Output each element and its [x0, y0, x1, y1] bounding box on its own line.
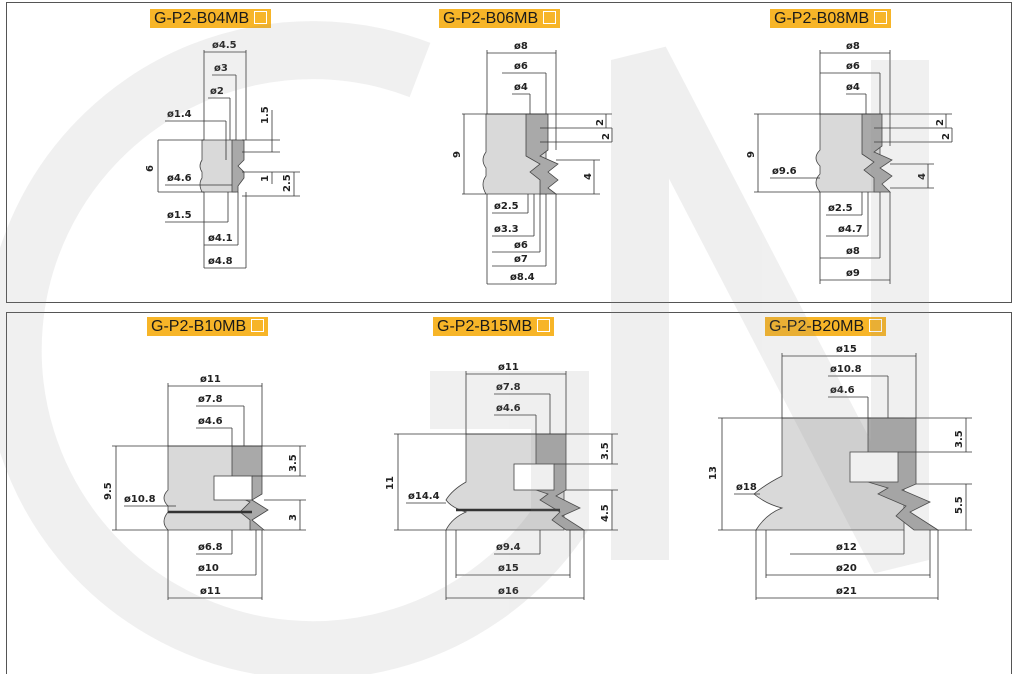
dim-label: ø15	[836, 344, 857, 355]
dim-label: ø2.5	[828, 203, 853, 214]
dim-label: ø6	[846, 61, 860, 72]
dim-label: ø16	[498, 586, 519, 597]
dim-label: 2.5	[282, 174, 293, 192]
dim-label: ø21	[836, 586, 857, 597]
dim-label: 4	[583, 173, 594, 180]
drawing-b08: ø8 ø6 ø4 2 2 9 ø9.6 4 ø2.5 ø4.7 ø8 ø9	[746, 41, 953, 284]
dim-label: ø8	[846, 246, 860, 257]
checkbox-square-icon	[874, 11, 888, 24]
dim-label: ø8.4	[510, 272, 535, 283]
dim-label: 9	[746, 151, 757, 158]
title-text: G-P2-B08MB	[774, 10, 870, 27]
dim-label: ø4.1	[208, 233, 233, 244]
dim-label: ø2	[210, 86, 224, 97]
dim-label: ø4.6	[496, 403, 521, 414]
dim-label: ø4.6	[830, 385, 855, 396]
dim-label: ø1.5	[167, 210, 192, 221]
dim-label: ø9.6	[772, 166, 797, 177]
checkbox-square-icon	[537, 319, 551, 332]
dim-label: ø14.4	[408, 491, 440, 502]
dim-label: 1.5	[260, 106, 271, 124]
dim-label: ø8	[846, 41, 860, 52]
dim-label: ø11	[200, 374, 221, 385]
dim-label: ø20	[836, 563, 857, 574]
drawing-b15: ø11 ø7.8 ø4.6 3.5 11 ø14.4 4.5 ø9.4 ø15 …	[385, 362, 618, 600]
dim-label: 2	[941, 133, 952, 140]
dim-label: 2	[595, 119, 606, 126]
dim-label: 3.5	[288, 454, 299, 472]
dim-label: ø7.8	[496, 382, 521, 393]
dim-label: ø7.8	[198, 394, 223, 405]
dim-label: 6	[145, 165, 156, 172]
dim-label: ø2.5	[494, 201, 519, 212]
checkbox-square-icon	[251, 319, 265, 332]
dim-label: ø11	[200, 586, 221, 597]
part-title-b06: G-P2-B06MB	[439, 9, 561, 28]
title-text: G-P2-B06MB	[443, 10, 539, 27]
dim-label: 9.5	[103, 482, 114, 500]
dim-label: ø4.6	[198, 416, 223, 427]
dim-label: ø6	[514, 240, 528, 251]
dim-label: ø8	[514, 41, 528, 52]
dim-label: ø10.8	[830, 364, 862, 375]
dim-label: 13	[708, 466, 719, 480]
part-title-b20: G-P2-B20MB	[765, 317, 887, 336]
dim-label: ø6.8	[198, 542, 223, 553]
dim-label: ø4	[514, 82, 528, 93]
part-title-b04: G-P2-B04MB	[150, 9, 272, 28]
part-title-b08: G-P2-B08MB	[770, 9, 892, 28]
dim-label: 4	[917, 173, 928, 180]
dim-label: ø4	[846, 82, 860, 93]
dim-label: ø1.4	[167, 109, 192, 120]
dim-label: 2	[601, 133, 612, 140]
dim-label: ø4.6	[167, 173, 192, 184]
dim-label: ø3.3	[494, 224, 519, 235]
dim-label: ø10	[198, 563, 219, 574]
dim-label: ø4.7	[838, 224, 863, 235]
drawing-b20: ø15 ø10.8 ø4.6 3.5 13 ø18 5.5 ø12 ø20 ø2…	[708, 344, 972, 600]
dim-label: 1	[260, 175, 271, 182]
title-text: G-P2-B10MB	[151, 318, 247, 335]
title-text: G-P2-B20MB	[769, 318, 865, 335]
part-title-b15: G-P2-B15MB	[433, 317, 555, 336]
drawing-b10: ø11 ø7.8 ø4.6 3.5 9.5 ø10.8 3 ø6.8 ø10 ø…	[103, 374, 306, 600]
dim-label: ø6	[514, 61, 528, 72]
dim-label: 3.5	[954, 430, 965, 448]
dim-label: ø18	[736, 482, 757, 493]
dim-label: ø11	[498, 362, 519, 373]
dim-label: ø10.8	[124, 494, 156, 505]
dim-label: 3.5	[600, 442, 611, 460]
checkbox-square-icon	[869, 319, 883, 332]
drawing-b04: ø4.5 ø3 ø2 ø1.4 1.5 6 ø4.6 1 2.5 ø1.5 ø4…	[145, 40, 300, 269]
dim-label: 2	[935, 119, 946, 126]
checkbox-square-icon	[254, 11, 268, 24]
dim-label: ø4.5	[212, 40, 237, 51]
dim-label: 11	[385, 476, 396, 490]
title-text: G-P2-B04MB	[154, 10, 250, 27]
dim-label: ø4.8	[208, 256, 233, 267]
dim-label: 4.5	[600, 504, 611, 522]
part-title-b10: G-P2-B10MB	[147, 317, 269, 336]
dim-label: ø3	[214, 63, 228, 74]
dim-label: ø15	[498, 563, 519, 574]
dim-label: ø7	[514, 254, 528, 265]
dim-label: ø9	[846, 268, 860, 279]
dim-label: ø9.4	[496, 542, 521, 553]
title-text: G-P2-B15MB	[437, 318, 533, 335]
drawing-b06: ø8 ø6 ø4 2 2 9 4 ø2.5 ø3.3 ø6 ø7 ø8.4	[452, 41, 613, 285]
dim-label: 5.5	[954, 496, 965, 514]
dim-label: 3	[288, 514, 299, 521]
checkbox-square-icon	[543, 11, 557, 24]
dim-label: 9	[452, 151, 463, 158]
dim-label: ø12	[836, 542, 857, 553]
